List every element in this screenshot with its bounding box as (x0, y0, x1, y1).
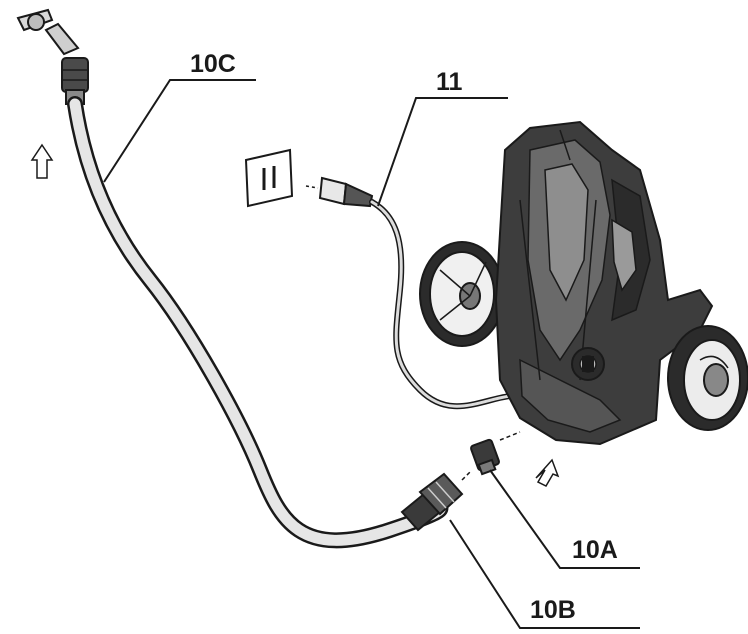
arrow-up-right-icon (535, 458, 560, 487)
label-10b: 10B (530, 596, 576, 624)
tap-icon (16, 8, 89, 105)
plug-icon (305, 176, 374, 208)
pressure-washer (419, 120, 748, 446)
label-11: 11 (436, 68, 463, 96)
leader-10b (449, 519, 640, 629)
leader-10c (103, 79, 256, 183)
inlet-connector (470, 431, 521, 476)
wheel-right (667, 325, 748, 431)
arrow-up-icon (30, 143, 54, 179)
hose-coupling (400, 471, 471, 532)
leader-11 (377, 97, 508, 207)
socket-icon (244, 148, 294, 208)
label-10a: 10A (572, 536, 618, 564)
label-10c: 10C (190, 50, 236, 78)
leader-10a (489, 469, 640, 569)
wheel-left (419, 241, 505, 347)
